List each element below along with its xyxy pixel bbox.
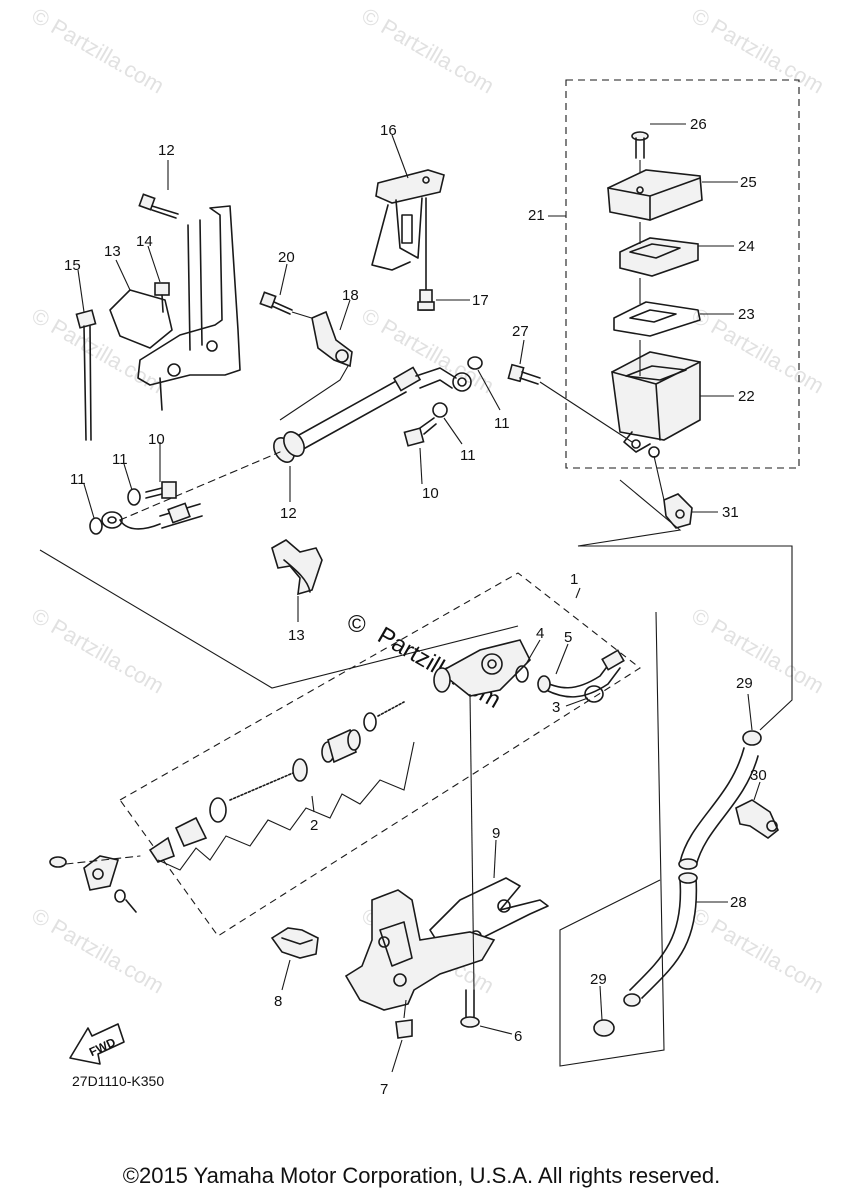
callout-22: 22 <box>738 388 755 405</box>
callout-5: 5 <box>564 629 572 646</box>
callout-29-upper: 29 <box>736 675 753 692</box>
callout-27: 27 <box>512 323 529 340</box>
clevis-assembly <box>49 855 141 913</box>
callouts: 12 13 14 15 20 18 16 17 10 11 11 12 10 1… <box>64 116 767 1098</box>
brake-hose-lower <box>101 451 281 530</box>
callout-7: 7 <box>380 1081 388 1098</box>
brake-hose-upper <box>289 366 472 453</box>
part-10-bolt <box>403 417 437 447</box>
part-20-bolt <box>259 291 319 321</box>
callout-17: 16 <box>380 122 397 139</box>
part-28-hose <box>623 747 759 1007</box>
callout-31: 31 <box>722 504 739 521</box>
part-29-hose-clamp-lower <box>593 1019 615 1037</box>
watermark-text: © Partzilla.com <box>688 603 829 699</box>
part-23-diaphragm <box>613 278 701 337</box>
callout-20: 20 <box>278 249 295 266</box>
callout-23: 23 <box>738 306 755 323</box>
part-5-elbow-fitting <box>537 649 625 698</box>
part-22-reservoir <box>611 340 701 458</box>
callout-3: 3 <box>552 699 560 716</box>
diagram-code: 27D1110-K350 <box>72 1073 164 1089</box>
part-2-repair-kit <box>148 701 415 871</box>
callout-15-left: 15 <box>64 257 81 274</box>
callout-1: 1 <box>570 571 578 588</box>
callout-21: 21 <box>528 207 545 224</box>
leader-line <box>559 611 665 1067</box>
leader-line <box>39 549 519 689</box>
callout-24: 24 <box>738 238 755 255</box>
callout-14: 13 <box>104 243 121 260</box>
fwd-arrow-icon: FWD <box>69 1023 125 1065</box>
callout-11-right: 11 <box>494 415 510 432</box>
callout-19: 18 <box>342 287 359 304</box>
kit-spring <box>229 769 301 801</box>
callout-2: 2 <box>310 817 318 834</box>
part-3-seal <box>584 685 604 703</box>
leader-line <box>577 455 793 731</box>
part-6-bolt <box>460 989 480 1028</box>
callout-11-lower: 11 <box>460 447 476 464</box>
callout-4: 4 <box>536 625 544 642</box>
center-watermark-symbol: © <box>348 611 366 638</box>
part-31-clip <box>663 493 693 529</box>
part-25-cap <box>607 169 703 221</box>
callout-25: 25 <box>740 174 757 191</box>
part-7-nut <box>395 999 413 1039</box>
leader-line <box>469 693 475 991</box>
callout-12: 12 <box>280 505 297 522</box>
part-30-fitting <box>735 799 779 839</box>
assembly-1-box <box>119 572 641 937</box>
callout-26: 26 <box>690 116 707 133</box>
callout-18: 17 <box>472 292 489 309</box>
assembly-21-box <box>565 79 800 469</box>
part-11-washer <box>467 356 483 370</box>
part-11-washer <box>432 402 448 418</box>
callout-13: 13 <box>288 627 305 644</box>
callout-10-right: 10 <box>422 485 439 502</box>
watermark-text: © Partzilla.com <box>28 603 169 699</box>
callout-15: 14 <box>136 233 153 250</box>
callout-28: 28 <box>730 894 747 911</box>
callout-8: 8 <box>274 993 282 1010</box>
watermark-text: © Partzilla.com <box>28 903 169 999</box>
part-15-cable-tie <box>75 309 97 441</box>
callout-29-lower: 29 <box>590 971 607 988</box>
part-29-hose-clamp <box>742 730 762 746</box>
watermark-text: © Partzilla.com <box>358 3 499 99</box>
part-16-bolt <box>138 193 179 219</box>
callout-6: 6 <box>514 1028 522 1045</box>
watermark-text: © Partzilla.com <box>28 3 169 99</box>
part-10-bolt <box>145 481 177 499</box>
part-11-washer <box>89 517 103 535</box>
callout-16: 12 <box>158 142 175 159</box>
watermark-text: © Partzilla.com <box>688 903 829 999</box>
callout-30: 30 <box>750 767 767 784</box>
part-24-diaphragm-plate <box>619 222 699 277</box>
part-1-master-cylinder-body <box>433 639 531 697</box>
callout-11-mid: 11 <box>112 451 128 468</box>
part-17-bracket <box>371 169 445 271</box>
part-19-clamp <box>311 310 353 368</box>
part-15-cable-tie-upper <box>154 282 170 313</box>
pedal-bracket <box>344 889 496 1011</box>
watermark-text: © Partzilla.com <box>688 303 829 399</box>
watermark-text: © Partzilla.com <box>688 3 829 99</box>
part-27-bolt <box>507 363 633 443</box>
part-11-washer <box>127 488 141 506</box>
callout-9: 9 <box>492 825 500 842</box>
part-12-grommet <box>273 431 305 463</box>
part-18-bolt <box>417 197 435 311</box>
callout-10-left: 10 <box>148 431 165 448</box>
copyright-notice: ©2015 Yamaha Motor Corporation, U.S.A. A… <box>122 1163 721 1188</box>
callout-11-left: 11 <box>70 471 86 488</box>
part-4-o-ring <box>515 665 529 683</box>
part-13-clamp <box>271 539 323 596</box>
leader-line <box>279 365 349 421</box>
fwd-label: FWD <box>87 1035 118 1059</box>
part-8-clip <box>270 927 319 959</box>
